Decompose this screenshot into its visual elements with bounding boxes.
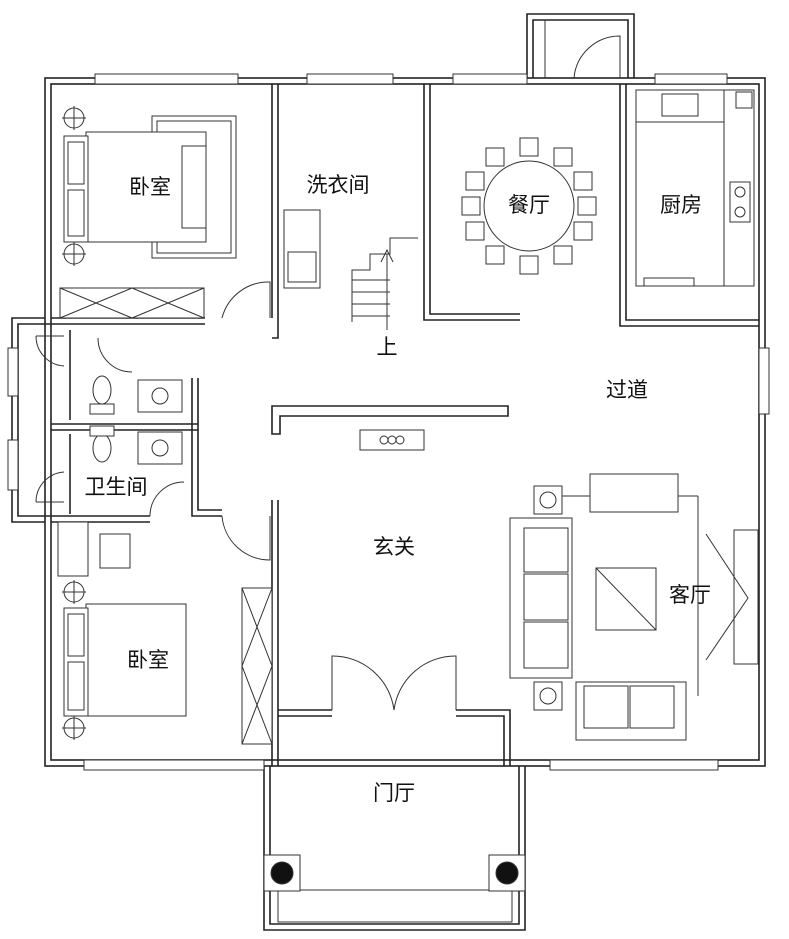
label-entrance-hall: 门厅 bbox=[373, 781, 415, 805]
window bbox=[94, 73, 239, 85]
north-balcony bbox=[526, 13, 635, 78]
door-swing bbox=[35, 335, 65, 367]
door-swing bbox=[35, 471, 65, 503]
dining-furniture bbox=[461, 137, 597, 275]
toilet bbox=[92, 433, 112, 463]
west-bump-wall bbox=[11, 317, 45, 523]
console-table bbox=[359, 429, 425, 451]
exterior-wall bbox=[44, 77, 766, 767]
room-labels: 卧室 洗衣间 餐厅 厨房 上 过道 卫生间 玄关 客厅 卧室 门厅 bbox=[85, 173, 712, 805]
window bbox=[7, 347, 19, 397]
outer-walls bbox=[11, 13, 766, 931]
sink-icon bbox=[661, 93, 699, 117]
toilet bbox=[92, 375, 112, 405]
stove-icon bbox=[729, 181, 751, 223]
cabinet bbox=[57, 521, 89, 577]
lamp-icon bbox=[533, 681, 563, 711]
windows bbox=[7, 73, 770, 771]
label-bedroom-top: 卧室 bbox=[129, 175, 171, 199]
window bbox=[306, 73, 394, 85]
laundry-furniture bbox=[283, 209, 321, 289]
window bbox=[758, 347, 770, 415]
bedroom-bottom-furniture bbox=[57, 521, 273, 745]
tv-cabinet bbox=[733, 529, 759, 665]
window bbox=[7, 439, 19, 491]
door-swing bbox=[149, 481, 185, 517]
label-living: 客厅 bbox=[669, 583, 711, 607]
label-bedroom-bottom: 卧室 bbox=[127, 648, 169, 672]
label-dining: 餐厅 bbox=[508, 193, 550, 217]
stairs bbox=[351, 237, 418, 330]
label-kitchen: 厨房 bbox=[660, 193, 702, 217]
kitchen-furniture bbox=[635, 89, 755, 287]
bathroom-furniture bbox=[89, 375, 183, 465]
exterior-wall-inner bbox=[50, 83, 760, 761]
wardrobe bbox=[59, 287, 205, 319]
side-table bbox=[589, 473, 679, 513]
door-swing bbox=[221, 281, 271, 319]
label-bathroom: 卫生间 bbox=[85, 475, 148, 499]
entry-door-left bbox=[331, 655, 395, 711]
basin bbox=[137, 431, 183, 465]
label-corridor: 过道 bbox=[606, 378, 648, 402]
label-foyer: 玄关 bbox=[373, 535, 415, 559]
chair bbox=[99, 533, 131, 569]
lamp-icon bbox=[533, 485, 563, 515]
front-porch bbox=[263, 766, 526, 931]
door-swing bbox=[97, 337, 133, 373]
bedroom-top-furniture bbox=[59, 106, 237, 319]
doors bbox=[35, 35, 621, 711]
living-furniture bbox=[509, 473, 759, 741]
window bbox=[549, 759, 719, 771]
door-swing bbox=[221, 515, 271, 561]
door-swing bbox=[573, 35, 621, 79]
label-laundry: 洗衣间 bbox=[307, 173, 370, 197]
tv-viewing-angle bbox=[705, 533, 749, 661]
dining-chairs bbox=[461, 137, 597, 275]
wardrobe bbox=[241, 587, 273, 745]
basin bbox=[137, 379, 183, 413]
bed bbox=[85, 603, 187, 717]
label-stairs-up: 上 bbox=[377, 335, 398, 359]
entry-door-right bbox=[393, 655, 457, 711]
round-table bbox=[483, 160, 575, 252]
porch-step bbox=[277, 889, 513, 923]
window bbox=[452, 73, 528, 85]
window bbox=[83, 759, 265, 771]
window bbox=[654, 73, 728, 85]
